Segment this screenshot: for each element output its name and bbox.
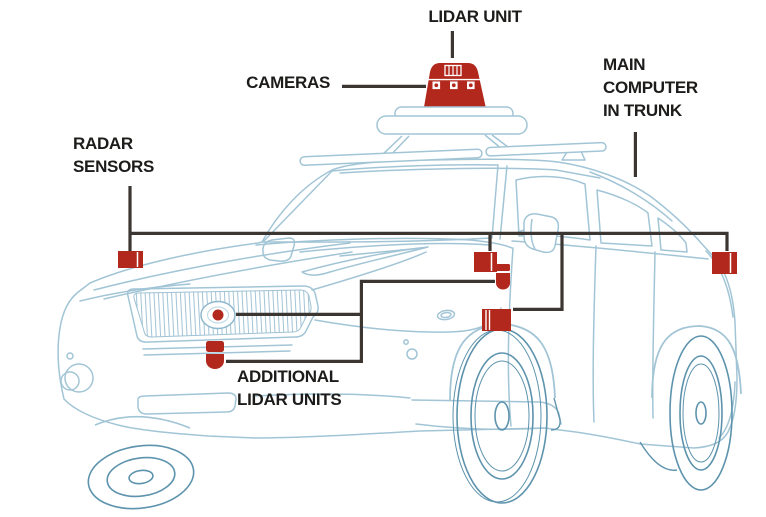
radar-sensor-rocker	[482, 309, 511, 331]
radar-sensor-rear-fender	[712, 252, 737, 274]
front-side-wheel	[452, 328, 548, 504]
fog-light	[64, 363, 94, 393]
roof-rack	[299, 134, 607, 167]
rear-wheel	[669, 335, 733, 491]
lidar-sensor-under-bumper	[206, 341, 224, 369]
front-turned-wheel	[87, 444, 195, 510]
wheels	[87, 323, 742, 510]
windshield	[262, 164, 508, 257]
label-additional-lidar-units: ADDITIONAL LIDAR UNITS	[237, 367, 342, 409]
camera-windows	[432, 81, 475, 90]
roof-sensor-pod	[376, 63, 528, 135]
grille	[126, 285, 319, 343]
additional-lidar-connector	[226, 279, 495, 363]
radar-sensor-front-fender	[118, 251, 143, 268]
car-silhouette	[57, 158, 738, 449]
pod-lower	[376, 115, 528, 135]
label-radar-sensors: RADAR SENSORS	[73, 134, 155, 176]
label-main-computer: MAIN COMPUTER IN TRUNK	[603, 55, 698, 120]
radar-sensors-connector	[128, 186, 729, 311]
sensors	[118, 251, 737, 369]
grille-lidar-dot	[212, 309, 224, 321]
car-body	[57, 148, 738, 449]
connector-lines	[128, 31, 729, 363]
label-cameras: CAMERAS	[246, 73, 330, 92]
label-lidar-unit: LIDAR UNIT	[428, 7, 522, 26]
lidar-sensor-door-side	[496, 264, 510, 290]
radar-sensor-front-door	[474, 252, 497, 272]
door-handle	[436, 309, 456, 321]
headlight	[301, 246, 502, 333]
far-mirror	[262, 237, 296, 262]
